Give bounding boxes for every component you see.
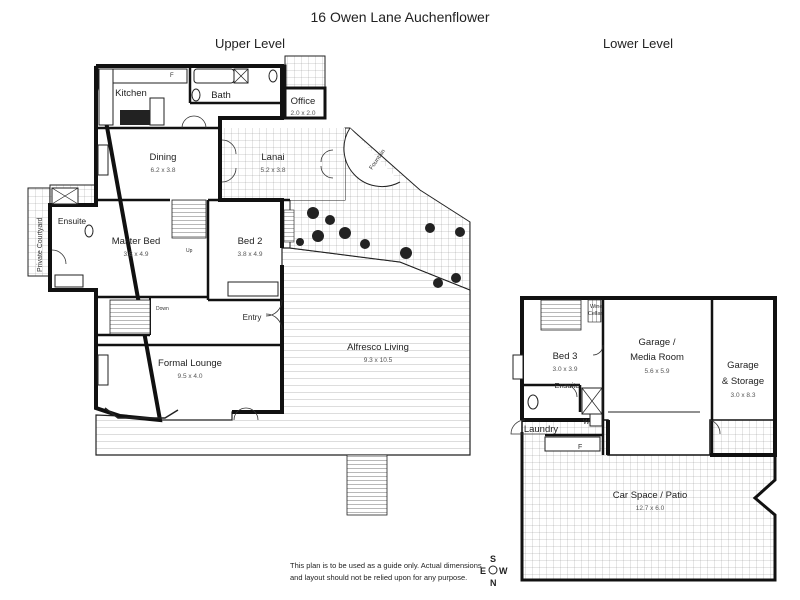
car-space-label: Car Space / Patio (613, 490, 687, 501)
garage-storage-label-2: & Storage (722, 376, 764, 387)
stairs-up-label: Up (186, 248, 193, 254)
master-bed-label: Master Bed (112, 236, 161, 247)
compass-s: S (490, 554, 496, 564)
fridge-label: F (170, 73, 174, 79)
lanai-label: Lanai (261, 152, 284, 163)
dining-size: 6.2 x 3.8 (151, 167, 176, 174)
kitchen-label: Kitchen (115, 88, 147, 99)
stairs-deck (346, 454, 388, 516)
formal-lounge-label: Formal Lounge (158, 358, 222, 369)
bed2-size: 3.8 x 4.9 (238, 251, 263, 258)
garage-media-label-2: Media Room (630, 352, 684, 363)
stairs-down-label: Down (156, 306, 169, 312)
bed3-size: 3.0 x 3.9 (553, 366, 578, 373)
washer-label: W (583, 419, 590, 426)
upper-level-heading: Upper Level (215, 36, 285, 51)
compass-e: E (480, 566, 486, 576)
garage-storage-label-1: Garage (727, 360, 759, 371)
garden-plants (296, 207, 465, 288)
laundry-label: Laundry (524, 424, 559, 435)
compass-w: W (499, 566, 508, 576)
car-space-size: 12.7 x 6.0 (636, 505, 665, 512)
lanai-size: 5.2 x 3.8 (261, 167, 286, 174)
lower-level-heading: Lower Level (603, 36, 673, 51)
bath-label: Bath (211, 90, 231, 101)
entry-label: Entry (243, 313, 262, 322)
disclaimer-line-2: and layout should not be relied upon for… (290, 573, 467, 582)
stairs-down-upper (109, 299, 151, 335)
lower-ensuite-label: Ensuite (554, 381, 579, 390)
office-label: Office (291, 96, 316, 107)
wine-cellar-label-1: Wine (590, 304, 603, 310)
bed2-label: Bed 2 (238, 236, 263, 247)
compass-n: N (490, 578, 497, 588)
stairs-lower (540, 299, 582, 331)
bed3-label: Bed 3 (553, 351, 578, 362)
master-bed-size: 3.8 x 4.9 (124, 251, 149, 258)
wine-cellar-label-2: Cellar (588, 311, 603, 317)
office-size: 2.0 x 2.0 (291, 110, 316, 117)
garage-media-size: 5.6 x 5.9 (645, 368, 670, 375)
formal-lounge-size: 9.5 x 4.0 (178, 373, 203, 380)
dining-label: Dining (150, 152, 177, 163)
alfresco-label: Alfresco Living (347, 342, 409, 353)
garage-storage-size: 3.0 x 8.3 (731, 392, 756, 399)
garage-media-label-1: Garage / (639, 337, 676, 348)
lower-fridge-label: F (578, 444, 582, 451)
private-courtyard-label: Private Courtyard (37, 217, 44, 272)
compass-icon: S N E W (480, 554, 508, 588)
upper-level-plan: F (27, 55, 471, 516)
lower-level-plan (510, 296, 777, 582)
stairs-up-upper (171, 199, 207, 239)
alfresco-size: 9.3 x 10.5 (364, 357, 393, 364)
plan-title: 16 Owen Lane Auchenflower (310, 9, 489, 25)
disclaimer-line-1: This plan is to be used as a guide only.… (290, 561, 482, 570)
ensuite-label: Ensuite (58, 216, 87, 226)
